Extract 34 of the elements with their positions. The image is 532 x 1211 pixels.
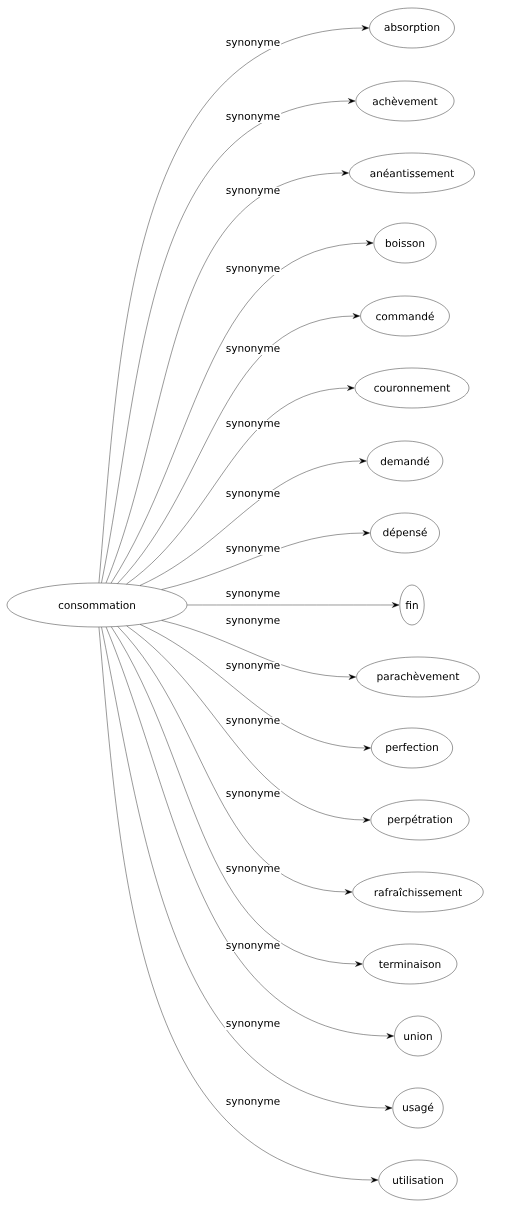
arrow <box>117 313 360 584</box>
arrow <box>111 626 363 967</box>
edge-label: synonyme <box>226 187 280 197</box>
arrow <box>126 385 355 585</box>
arrow <box>98 25 369 583</box>
edge-label: synonyme <box>226 345 280 355</box>
edge-label: synonyme <box>226 865 280 874</box>
edge-label: synonyme <box>226 265 280 275</box>
arrow <box>126 625 371 823</box>
edge-label: synonyme <box>226 545 280 554</box>
edge-label: synonyme <box>226 490 280 499</box>
edge-label: synonyme <box>226 1020 280 1029</box>
edge-label: synonyme <box>226 39 280 49</box>
arrow <box>161 530 370 590</box>
edge-label: synonyme <box>226 590 280 599</box>
arrow <box>187 602 400 608</box>
arrow <box>117 626 353 895</box>
arrow <box>110 240 374 584</box>
edge-label: synonyme <box>226 942 280 951</box>
edge-label: synonyme <box>226 790 280 799</box>
edge-label: synonyme <box>226 717 280 726</box>
edge-label: synonyme <box>226 617 280 626</box>
arrow <box>98 627 379 1183</box>
arrow <box>101 626 393 1111</box>
arrow <box>105 170 349 584</box>
edge-label: synonyme <box>226 662 280 671</box>
edge-label: synonyme <box>226 1098 280 1107</box>
arrow <box>140 624 371 751</box>
arrow <box>101 98 356 584</box>
edge-label: synonyme <box>226 113 280 123</box>
arrow <box>105 626 394 1039</box>
arrow <box>161 620 356 680</box>
arrow <box>139 458 367 586</box>
edge-label: synonyme <box>226 420 280 429</box>
